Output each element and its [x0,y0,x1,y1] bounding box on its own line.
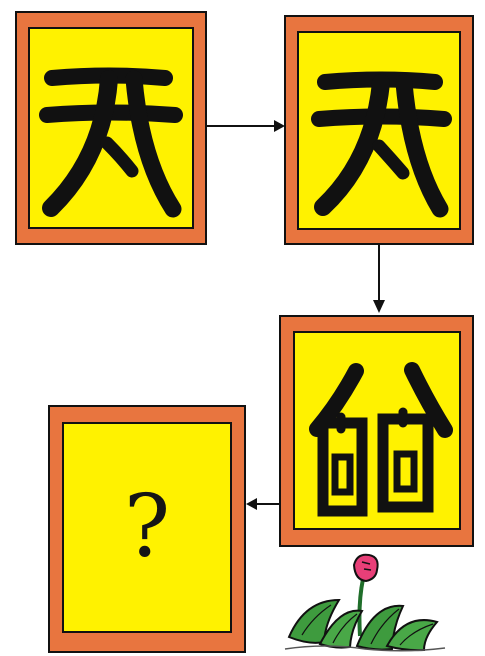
card-3 [279,315,474,547]
card-2 [284,15,474,245]
hut-with-boxes-glyph-icon [309,362,453,517]
card-2-panel [297,31,461,230]
card-4: ? [48,405,246,653]
arrow-left-icon [246,498,279,510]
flower-plant-icon [284,553,446,652]
arrow-down-icon [373,245,385,313]
question-mark: ? [123,477,171,577]
card-4-panel: ? [62,422,232,633]
card-1 [15,11,207,245]
arrow-right-icon [207,120,285,132]
wide-person-glyph-icon [311,71,452,218]
wide-person-glyph-icon [39,67,183,218]
card-1-panel [28,27,194,229]
card-3-panel [293,331,461,530]
